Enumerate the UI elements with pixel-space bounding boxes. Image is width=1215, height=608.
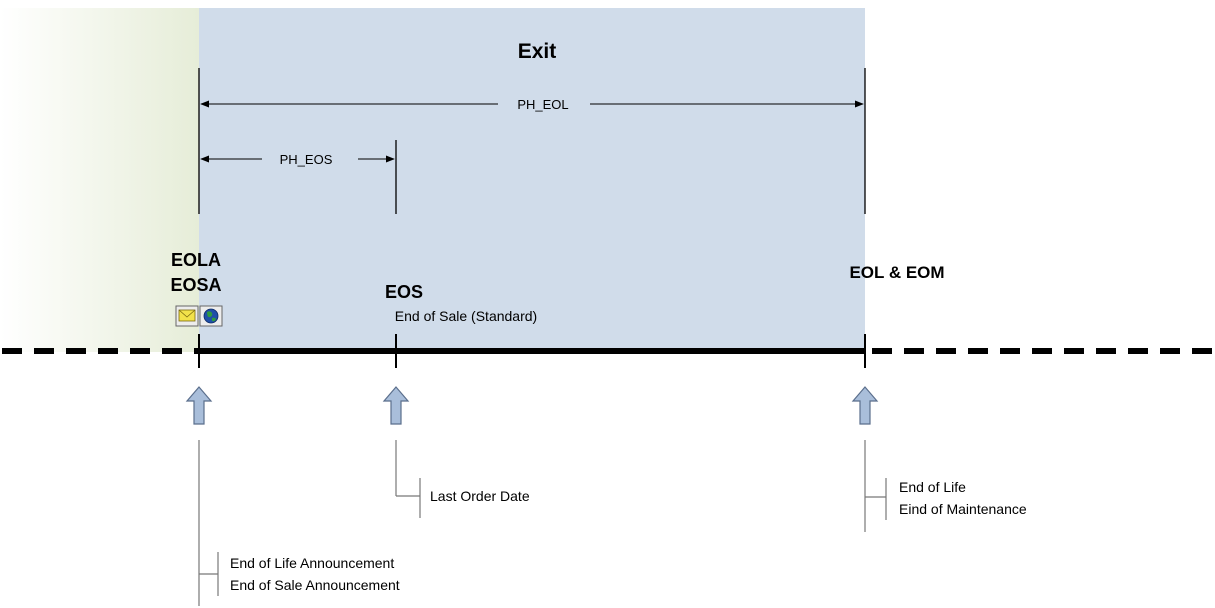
eosa-label: EOSA — [170, 275, 221, 295]
eol-up-arrow — [851, 386, 879, 425]
eos-label: EOS — [385, 282, 423, 302]
phase-title: Exit — [518, 40, 557, 63]
eos-up-arrow — [382, 386, 410, 425]
end-of-maintenance-text: Eind of Maintenance — [899, 501, 1027, 517]
ph-eol-label: PH_EOL — [517, 97, 568, 112]
announcement-connector — [198, 440, 219, 606]
announcement-line-2: End of Sale Announcement — [230, 577, 400, 593]
eola-label: EOLA — [171, 250, 221, 270]
globe-icon — [199, 305, 223, 327]
ph-eos-label: PH_EOS — [280, 152, 333, 167]
eol-eom-label: EOL & EOM — [849, 263, 944, 282]
eos-subtitle: End of Sale (Standard) — [395, 308, 537, 324]
announcement-line-1: End of Life Announcement — [230, 555, 394, 571]
eola-up-arrow — [185, 386, 213, 425]
envelope-icon — [175, 305, 199, 327]
last-order-connector — [395, 440, 421, 518]
end-of-life-text: End of Life — [899, 479, 966, 495]
pre-phase-gradient — [0, 8, 199, 352]
exit-phase-band — [199, 8, 865, 352]
end-of-life-connector — [864, 440, 887, 532]
last-order-text: Last Order Date — [430, 488, 530, 504]
